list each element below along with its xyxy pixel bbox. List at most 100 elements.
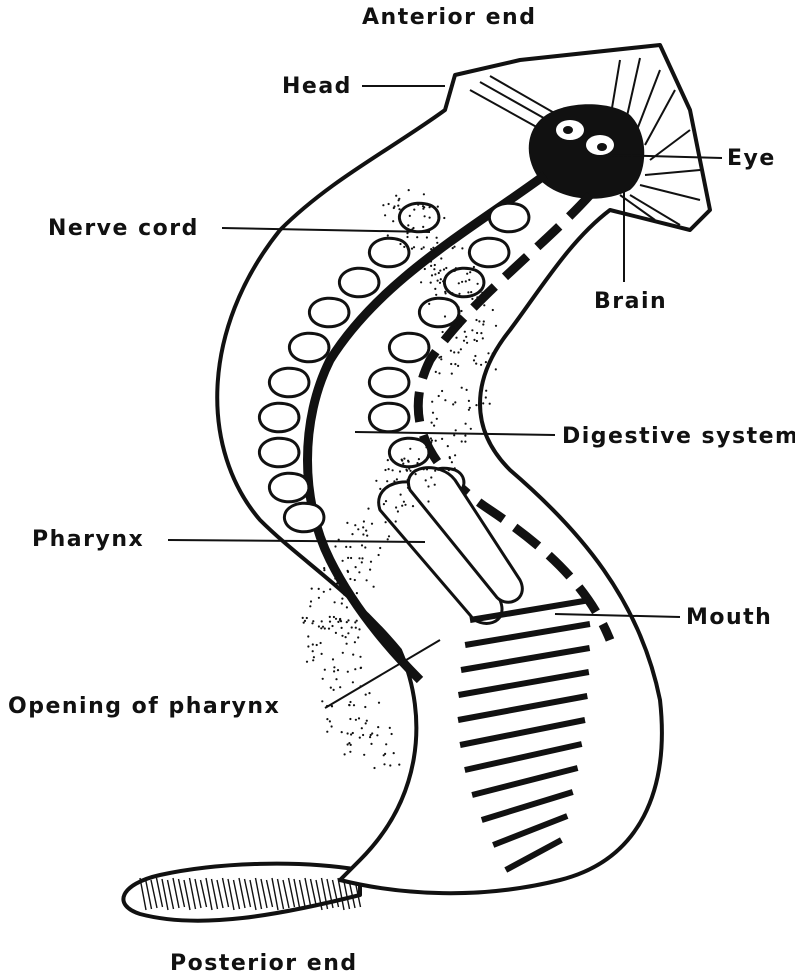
- stipple-dot: [451, 461, 453, 463]
- stipple-dot: [440, 257, 442, 259]
- label-mouth: Mouth: [686, 605, 772, 630]
- stipple-dot: [306, 661, 308, 663]
- stipple-dot: [431, 422, 433, 424]
- stipple-dot: [361, 557, 363, 559]
- stipple-dot: [430, 260, 432, 262]
- stipple-dot: [398, 208, 400, 210]
- stipple-dot: [483, 320, 485, 322]
- stipple-dot: [353, 704, 355, 706]
- stipple-dot: [473, 266, 475, 268]
- stipple-dot: [430, 476, 432, 478]
- stipple-dot: [347, 571, 349, 573]
- stipple-dot: [430, 437, 432, 439]
- stipple-dot: [476, 340, 478, 342]
- stipple-dot: [379, 547, 381, 549]
- stipple-dot: [324, 627, 326, 629]
- stipple-dot: [435, 294, 437, 296]
- stipple-dot: [349, 546, 351, 548]
- stipple-dot: [450, 350, 452, 352]
- stipple-dot: [364, 546, 366, 548]
- stipple-dot: [366, 535, 368, 537]
- stipple-dot: [362, 734, 364, 736]
- stipple-dot: [473, 339, 475, 341]
- stipple-dot: [445, 275, 447, 277]
- stipple-dot: [329, 588, 331, 590]
- stipple-dot: [437, 469, 439, 471]
- brain: [529, 104, 645, 198]
- stipple-dot: [429, 206, 431, 208]
- stipple-dot: [353, 603, 355, 605]
- stipple-dot: [326, 718, 328, 720]
- stipple-dot: [366, 579, 368, 581]
- stipple-dot: [401, 460, 403, 462]
- stipple-dot: [347, 619, 349, 621]
- stipple-dot: [369, 569, 371, 571]
- stipple-dot: [350, 557, 352, 559]
- stipple-dot: [443, 268, 445, 270]
- stipple-dot: [403, 458, 405, 460]
- stipple-dot: [457, 316, 459, 318]
- stipple-dot: [473, 359, 475, 361]
- stipple-dot: [348, 742, 350, 744]
- stipple-dot: [355, 627, 357, 629]
- stipple-dot: [370, 734, 372, 736]
- stipple-dot: [390, 458, 392, 460]
- stipple-dot: [423, 468, 425, 470]
- stipple-dot: [455, 429, 457, 431]
- stipple-dot: [415, 473, 417, 475]
- stipple-dot: [431, 439, 433, 441]
- stipple-dot: [379, 495, 381, 497]
- label-head: Head: [282, 74, 352, 99]
- stipple-dot: [395, 520, 397, 522]
- stipple-dot: [446, 331, 448, 333]
- stipple-dot: [440, 248, 442, 250]
- stipple-dot: [389, 764, 391, 766]
- stipple-dot: [408, 189, 410, 191]
- stipple-dot: [392, 469, 394, 471]
- stipple-dot: [346, 643, 348, 645]
- stipple-dot: [440, 356, 442, 358]
- stipple-dot: [437, 206, 439, 208]
- stipple-dot: [463, 340, 465, 342]
- stipple-dot: [354, 524, 356, 526]
- stipple-dot: [388, 203, 390, 205]
- stipple-dot: [485, 361, 487, 363]
- stipple-dot: [492, 352, 494, 354]
- stipple-dot: [451, 292, 453, 294]
- stipple-dot: [495, 368, 497, 370]
- stipple-dot: [358, 557, 360, 559]
- stipple-dot: [412, 505, 414, 507]
- label-opening-of-pharynx: Opening of pharynx: [8, 694, 280, 719]
- stipple-dot: [455, 337, 457, 339]
- stipple-dot: [366, 720, 368, 722]
- stipple-dot: [385, 521, 387, 523]
- stipple-dot: [432, 412, 434, 414]
- stipple-dot: [326, 731, 328, 733]
- stipple-dot: [422, 226, 424, 228]
- stipple-dot: [387, 459, 389, 461]
- stipple-dot: [422, 205, 424, 207]
- stipple-dot: [383, 503, 385, 505]
- stipple-dot: [427, 485, 429, 487]
- stipple-dot: [408, 468, 410, 470]
- stipple-dot: [448, 469, 450, 471]
- stipple-dot: [398, 764, 400, 766]
- stipple-dot: [475, 319, 477, 321]
- stipple-dot: [444, 399, 446, 401]
- stipple-dot: [387, 538, 389, 540]
- stipple-dot: [322, 626, 324, 628]
- stipple-dot: [345, 636, 347, 638]
- stipple-dot: [309, 605, 311, 607]
- stipple-dot: [354, 641, 356, 643]
- stipple-dot: [441, 390, 443, 392]
- stipple-dot: [416, 236, 418, 238]
- stipple-dot: [333, 666, 335, 668]
- stipple-dot: [436, 418, 438, 420]
- stipple-dot: [424, 268, 426, 270]
- stipple-dot: [457, 365, 459, 367]
- stipple-dot: [313, 656, 315, 658]
- stipple-dot: [367, 508, 369, 510]
- stipple-dot: [328, 628, 330, 630]
- stipple-dot: [328, 556, 330, 558]
- stipple-dot: [395, 506, 397, 508]
